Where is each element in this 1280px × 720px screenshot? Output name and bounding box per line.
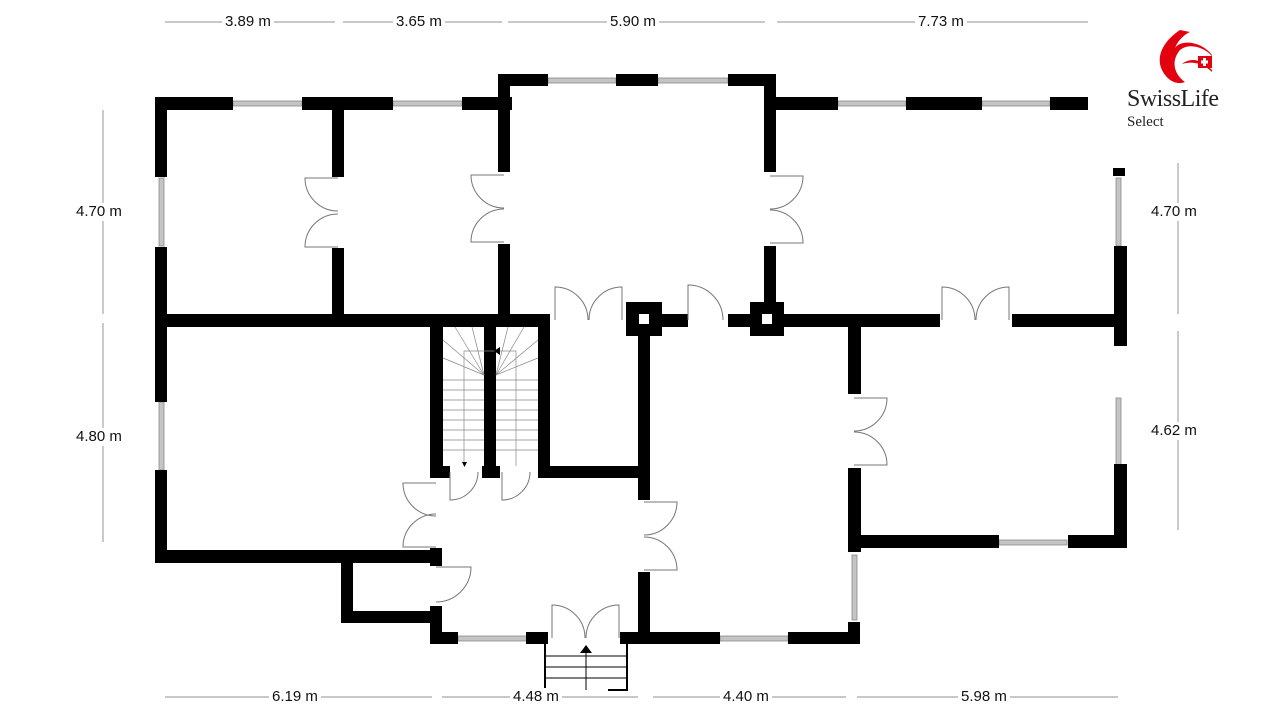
dimension-top-4: 7.73 m bbox=[915, 13, 967, 31]
entrance-steps bbox=[544, 644, 628, 691]
swisslife-logo-icon bbox=[1159, 30, 1212, 84]
dimension-bottom-4: 5.98 m bbox=[958, 688, 1010, 706]
pillar-holes bbox=[639, 314, 772, 324]
walls bbox=[155, 74, 1127, 644]
dimension-right-1: 4.70 m bbox=[1148, 203, 1200, 221]
doors bbox=[304, 174, 1010, 639]
entrance-arrow-icon bbox=[580, 645, 592, 653]
stair-arrow-icon bbox=[462, 462, 467, 467]
dimension-left-1: 4.70 m bbox=[73, 203, 125, 221]
dimension-bottom-3: 4.40 m bbox=[720, 688, 772, 706]
brand-sub: Select bbox=[1127, 114, 1164, 130]
staircase bbox=[442, 326, 539, 466]
dimension-left-2: 4.80 m bbox=[73, 428, 125, 446]
dimension-bottom-1: 6.19 m bbox=[269, 688, 321, 706]
dimension-top-2: 3.65 m bbox=[393, 13, 445, 31]
dimension-top-3: 5.90 m bbox=[607, 13, 659, 31]
dimension-bottom-2: 4.48 m bbox=[510, 688, 562, 706]
brand-name: SwissLife bbox=[1127, 86, 1219, 112]
dimension-top-1: 3.89 m bbox=[222, 13, 274, 31]
stair-arrow-icon bbox=[494, 347, 500, 355]
dimension-right-2: 4.62 m bbox=[1148, 422, 1200, 440]
